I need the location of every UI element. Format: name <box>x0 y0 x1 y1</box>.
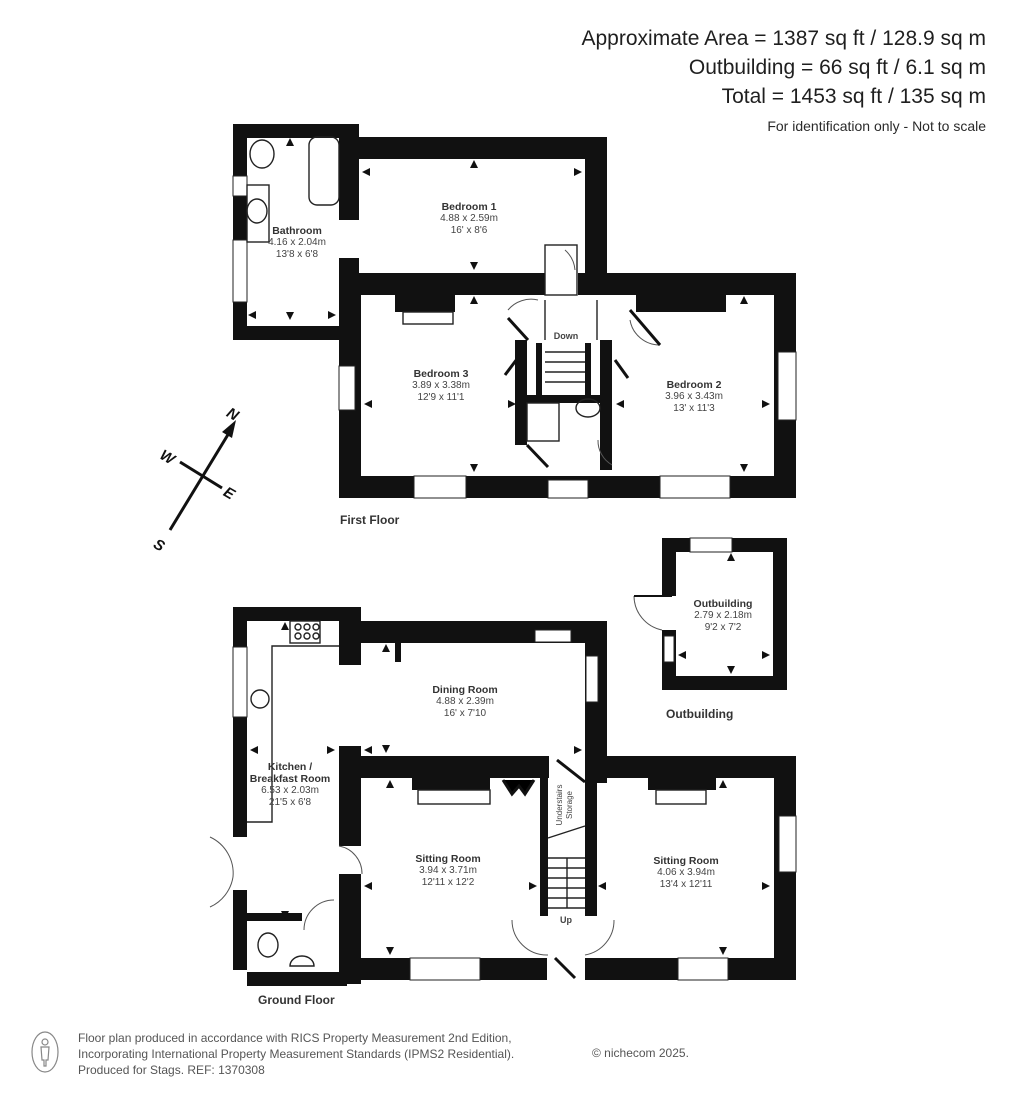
first-floor-windows <box>232 175 797 499</box>
outbuilding-area-text: Outbuilding = 66 sq ft / 6.1 sq m <box>688 56 986 79</box>
footer-text: Floor plan produced in accordance with R… <box>78 1031 515 1077</box>
room-label-outbuilding: Outbuilding 2.79 x 2.18m 9'2 x 7'2 <box>693 598 753 633</box>
ground-floor-title: Ground Floor <box>258 993 335 1007</box>
person-icon <box>31 1031 59 1073</box>
first-floor-fixtures <box>246 136 601 442</box>
stairs-up-label: Up <box>560 915 572 925</box>
stairs-down-label: Down <box>553 331 579 341</box>
first-floor-walls <box>233 124 796 498</box>
room-label-kitchen-breakfast: Kitchen / Breakfast Room 6.53 x 2.03m 21… <box>249 761 331 808</box>
room-label-sitting-room-2: Sitting Room 4.06 x 3.94m 13'4 x 12'11 <box>653 855 719 890</box>
ground-floor-fixtures <box>247 620 586 967</box>
copyright-text: © nichecom 2025. <box>592 1046 689 1060</box>
ground-floor-doors <box>209 758 615 980</box>
first-floor-title: First Floor <box>340 513 400 527</box>
ground-floor-windows <box>232 629 797 981</box>
room-label-bedroom-1: Bedroom 1 4.88 x 2.59m 16' x 8'6 <box>440 201 498 236</box>
understairs-storage-label: Understairs Storage <box>555 784 574 826</box>
area-summary: Approximate Area = 1387 sq ft / 128.9 sq… <box>582 24 987 137</box>
room-label-bedroom-3: Bedroom 3 3.89 x 3.38m 12'9 x 11'1 <box>412 368 470 403</box>
approx-area-text: Approximate Area = 1387 sq ft / 128.9 sq… <box>581 27 987 50</box>
total-area-text: Total = 1453 sq ft / 135 sq m <box>721 85 986 108</box>
room-label-bathroom: Bathroom 4.16 x 2.04m 13'8 x 6'8 <box>268 225 326 260</box>
compass-rose <box>168 420 236 531</box>
room-label-dining-room: Dining Room 4.88 x 2.39m 16' x 7'10 <box>432 684 498 719</box>
disclaimer-text: For identification only - Not to scale <box>767 118 986 134</box>
outbuilding-walls <box>633 537 787 690</box>
room-label-sitting-room-1: Sitting Room 3.94 x 3.71m 12'11 x 12'2 <box>415 853 481 888</box>
ground-floor-walls <box>233 607 796 986</box>
footer: Floor plan produced in accordance with R… <box>30 1030 689 1078</box>
room-label-bedroom-2: Bedroom 2 3.96 x 3.43m 13' x 11'3 <box>665 379 723 414</box>
outbuilding-title: Outbuilding <box>666 707 734 721</box>
first-floor-doors <box>503 249 662 469</box>
measurement-arrows <box>248 138 770 955</box>
